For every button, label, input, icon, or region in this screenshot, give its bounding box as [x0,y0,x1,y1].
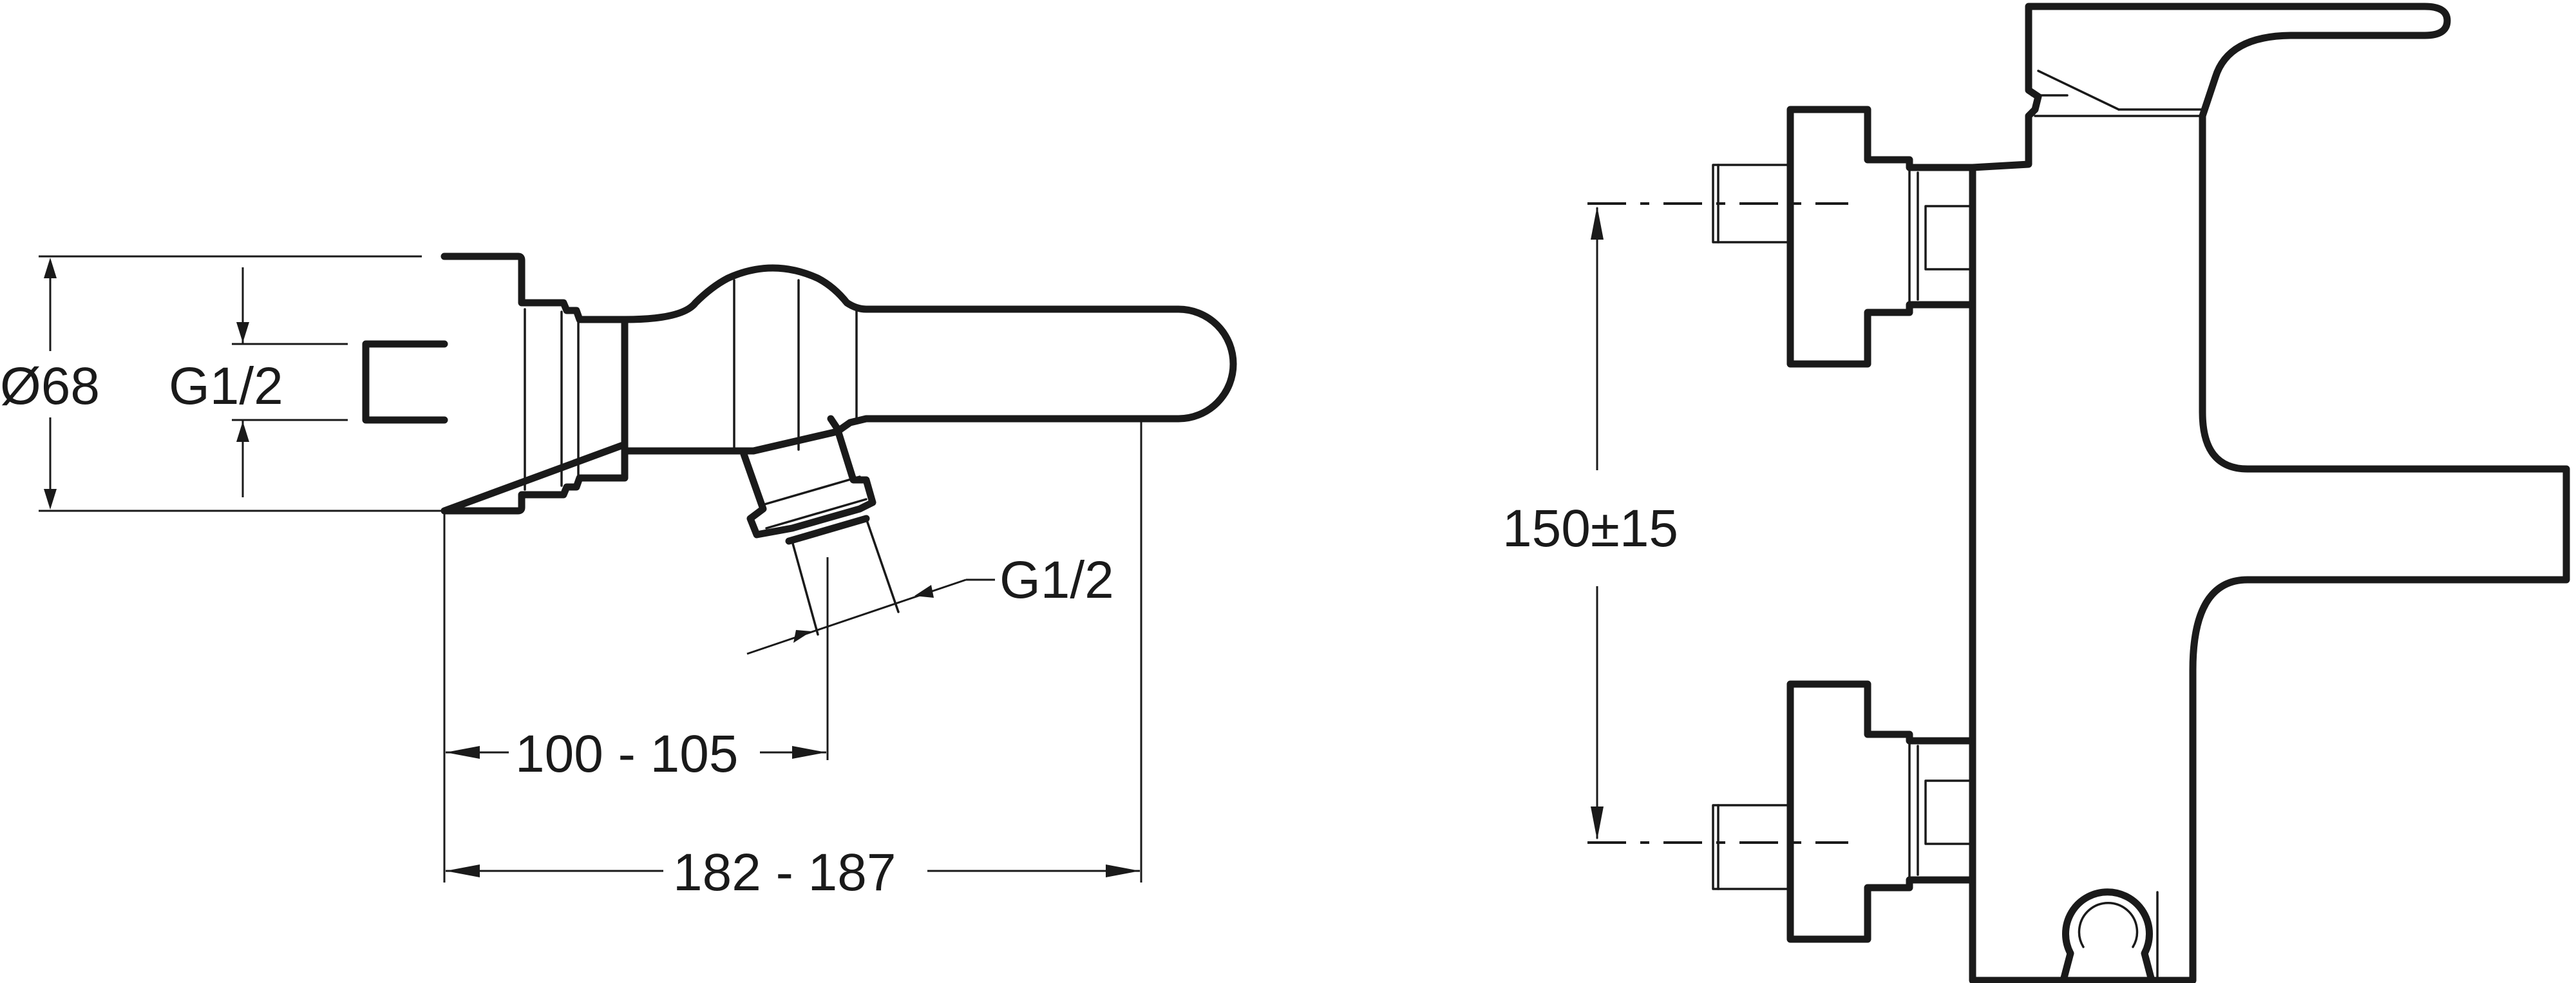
side-view-inlet-stub [362,340,448,424]
side-view [39,253,1237,883]
overall-depth-label: 182 - 187 [673,843,896,902]
center-distance-label: 150±15 [1502,499,1678,558]
front-view-body [1969,112,2570,983]
side-view-outlet-fitting [740,415,900,636]
front-view [1587,3,2570,983]
center-distance-dimension [1591,206,1604,840]
inlet-thread-label: G1/2 [169,357,283,415]
outlet-thread-dimension [746,578,995,655]
front-view-upper-connector [1712,106,1976,368]
inlet-distance-dimension [443,511,829,883]
side-view-body [621,264,1237,455]
side-view-escutcheon [440,253,629,515]
front-view-lever [1969,3,2451,171]
center-lines [1587,202,1848,844]
inlet-thread-dimension [232,267,348,497]
inlet-distance-label: 100 - 105 [515,725,739,783]
diameter-label: Ø68 [0,357,100,415]
front-view-lower-connector [1712,680,1976,943]
diameter-dimension [39,255,444,512]
front-view-hose-connection [2060,888,2155,982]
outlet-thread-label: G1/2 [999,551,1114,609]
overall-depth-dimension [446,419,1142,883]
